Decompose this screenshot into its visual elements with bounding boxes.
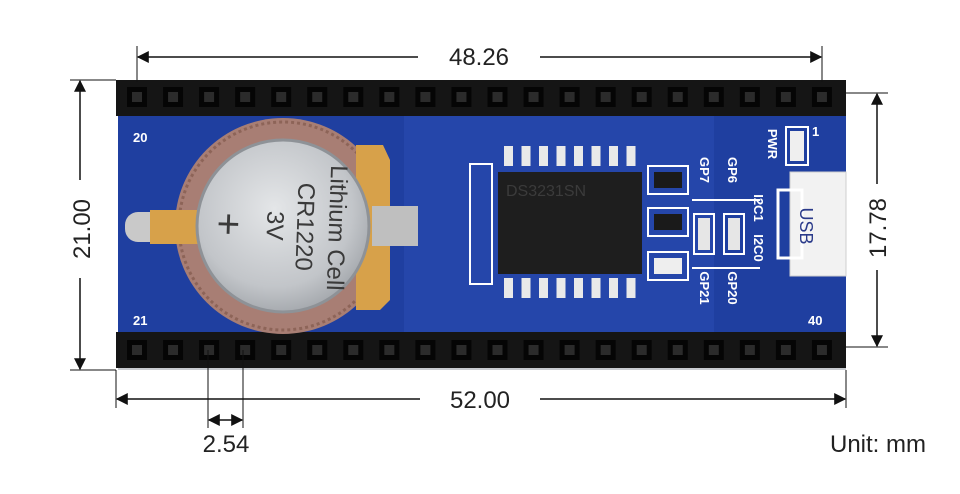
board-length-label: 52.00 bbox=[450, 387, 510, 414]
chip-pad bbox=[626, 278, 636, 298]
chip-pad bbox=[521, 146, 531, 166]
header-pin-socket bbox=[420, 92, 431, 102]
header-pin-socket bbox=[456, 92, 467, 102]
dimension-header-span: 17.78 bbox=[846, 92, 892, 348]
chip-pad bbox=[609, 278, 618, 298]
top-pin-header bbox=[116, 80, 846, 116]
gp7-label: GP7 bbox=[697, 157, 712, 183]
header-pin-socket bbox=[744, 92, 755, 102]
header-pin-socket bbox=[168, 345, 179, 355]
dimension-header-length: 48.26 bbox=[136, 44, 823, 82]
chip-pad bbox=[539, 278, 548, 298]
header-pin-socket bbox=[384, 92, 395, 102]
dimension-board-length: 52.00 bbox=[115, 370, 847, 414]
pin-40-label: 40 bbox=[808, 313, 822, 328]
holder-contact-left bbox=[150, 210, 202, 244]
battery-polarity: + bbox=[206, 212, 251, 237]
header-pin-socket bbox=[528, 92, 539, 102]
gp6-label: GP6 bbox=[725, 157, 740, 183]
header-pin-socket bbox=[600, 345, 611, 355]
battery-text-line2: CR1220 bbox=[289, 182, 319, 271]
header-pin-socket bbox=[528, 345, 539, 355]
header-pin-socket bbox=[744, 345, 755, 355]
header-pin-socket bbox=[816, 92, 827, 102]
header-pin-socket bbox=[492, 92, 503, 102]
pin-pitch-label: 2.54 bbox=[203, 431, 250, 458]
battery-text-line3: 3V bbox=[261, 211, 289, 241]
chip-pad bbox=[591, 278, 601, 298]
chip-pad bbox=[539, 146, 548, 166]
chip-pad bbox=[609, 146, 618, 166]
chip-pad bbox=[504, 146, 513, 166]
header-pin-socket bbox=[276, 345, 287, 355]
header-length-label: 48.26 bbox=[449, 44, 509, 71]
header-pin-socket bbox=[240, 92, 251, 102]
chip-pad bbox=[556, 146, 566, 166]
header-span-label: 17.78 bbox=[865, 198, 892, 258]
dimension-board-width: 21.00 bbox=[69, 79, 116, 371]
passive-components bbox=[647, 165, 760, 281]
usb-connector: USB bbox=[776, 171, 847, 277]
header-pin-socket bbox=[456, 345, 467, 355]
unit-label: Unit: mm bbox=[830, 431, 926, 458]
chip-pad bbox=[626, 146, 636, 166]
header-pin-socket bbox=[636, 92, 647, 102]
header-pin-socket bbox=[816, 345, 827, 355]
i2c0-label: I2C0 bbox=[751, 234, 766, 261]
holder-tab-right bbox=[372, 206, 418, 246]
header-pin-socket bbox=[636, 345, 647, 355]
pin-1-label: 1 bbox=[812, 124, 819, 139]
coin-cell: Lithium Cell CR1220 3V + bbox=[195, 138, 371, 314]
header-pin-socket bbox=[708, 345, 719, 355]
header-pin-socket bbox=[348, 345, 359, 355]
header-pin-socket bbox=[600, 92, 611, 102]
header-pin-socket bbox=[204, 92, 215, 102]
rtc-chip: DS3231SN bbox=[469, 146, 642, 298]
chip-pad bbox=[556, 278, 566, 298]
header-pin-socket bbox=[708, 92, 719, 102]
gp21-label: GP21 bbox=[697, 271, 712, 304]
header-pin-socket bbox=[420, 345, 431, 355]
chip-body bbox=[498, 172, 642, 274]
i2c1-label: I2C1 bbox=[751, 194, 766, 221]
header-pin-socket bbox=[204, 345, 215, 355]
header-pin-socket bbox=[564, 92, 575, 102]
chip-label: DS3231SN bbox=[506, 183, 586, 200]
header-pin-socket bbox=[672, 345, 683, 355]
pin-21-label: 21 bbox=[133, 313, 147, 328]
header-pin-socket bbox=[564, 345, 575, 355]
battery-text-line1: Lithium Cell bbox=[321, 165, 352, 291]
bottom-pin-header bbox=[116, 332, 846, 368]
gp20-label: GP20 bbox=[725, 271, 740, 304]
header-pin-socket bbox=[276, 92, 287, 102]
header-pin-socket bbox=[312, 345, 323, 355]
usb-label: USB bbox=[796, 207, 816, 244]
header-pin-socket bbox=[780, 92, 791, 102]
chip-pad bbox=[574, 146, 583, 166]
power-led bbox=[785, 126, 809, 166]
header-pin-socket bbox=[132, 345, 142, 355]
header-pin-socket bbox=[132, 92, 142, 102]
chip-pad bbox=[521, 278, 531, 298]
chip-pad bbox=[504, 278, 513, 298]
header-pin-socket bbox=[240, 345, 251, 355]
pwr-label: PWR bbox=[765, 129, 780, 160]
header-pin-socket bbox=[780, 345, 791, 355]
chip-pad bbox=[591, 146, 601, 166]
board-width-label: 21.00 bbox=[69, 199, 96, 259]
header-pin-socket bbox=[384, 345, 395, 355]
pin-20-label: 20 bbox=[133, 130, 147, 145]
header-pin-socket bbox=[492, 345, 503, 355]
header-pin-socket bbox=[168, 92, 179, 102]
header-pin-socket bbox=[348, 92, 359, 102]
header-pin-socket bbox=[312, 92, 323, 102]
header-pin-socket bbox=[672, 92, 683, 102]
chip-pad bbox=[574, 278, 583, 298]
dimension-pin-pitch: 2.54 bbox=[203, 350, 250, 458]
chip-outline-left bbox=[469, 163, 493, 285]
